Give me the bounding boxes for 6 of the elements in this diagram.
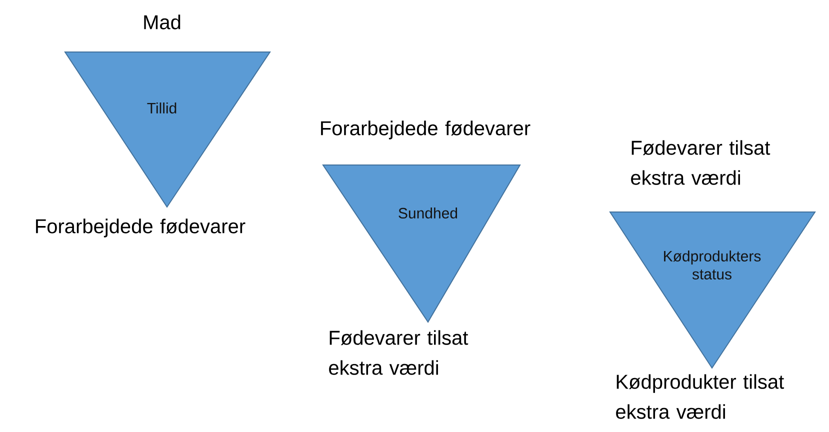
side-label: Forarbejdede fødevarer — [36, 218, 246, 238]
side-label: Mad — [144, 14, 180, 30]
side-label: Fødevarer tilsat ekstra værdi — [329, 330, 468, 375]
side-label: Fødevarer tilsat ekstra værdi — [631, 140, 770, 185]
side-label: Kødprodukter tilsat ekstra værdi — [616, 374, 784, 419]
side-label: Forarbejdede fødevarer — [321, 120, 530, 140]
